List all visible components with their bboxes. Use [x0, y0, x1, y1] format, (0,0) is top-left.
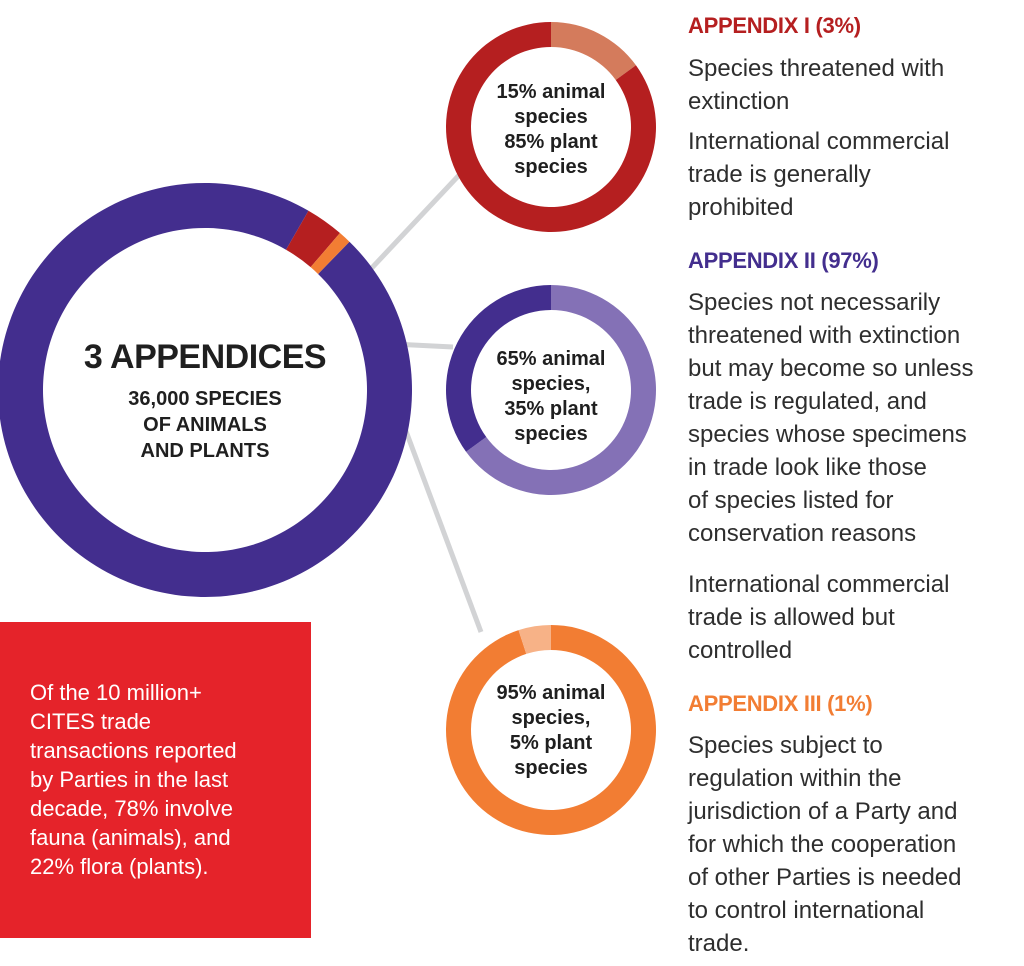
info-line: Of the 10 million+ — [30, 680, 202, 705]
text-line: to control international — [688, 897, 925, 924]
text-line: Species threatened with — [688, 55, 945, 82]
appendix-2-heading: APPENDIX II (97%) — [688, 248, 879, 273]
appendix-3-donut-label: 95% animal species, 5% plant species — [471, 681, 631, 781]
info-line: fauna (animals), and — [30, 825, 231, 850]
text-line: prohibited — [688, 194, 794, 221]
donut-label-line: 85% plant — [504, 131, 598, 153]
info-line: 22% flora (plants). — [30, 854, 209, 879]
appendix-1-description: Species threatened with extinction — [688, 52, 1018, 118]
main-donut-slice-appendix-1 — [286, 210, 340, 268]
text-line: International commercial — [688, 128, 950, 155]
appendix-1-heading: APPENDIX I (3%) — [688, 13, 861, 38]
text-line: conservation reasons — [688, 520, 917, 547]
text-line: species whose specimens — [688, 421, 967, 448]
text-line: International commercial — [688, 571, 950, 598]
text-line: in trade look like those — [688, 454, 927, 481]
text-line: extinction — [688, 88, 790, 115]
donut-label-line: 15% animal — [496, 81, 606, 103]
info-line: CITES trade — [30, 709, 152, 734]
appendix-3-donut-plant-slice — [518, 625, 551, 654]
info-line: by Parties in the last — [30, 767, 229, 792]
text-line: threatened with extinction — [688, 322, 961, 349]
donut-label-line: species, — [511, 373, 591, 395]
text-line: of other Parties is needed — [688, 864, 962, 891]
donut-label-line: species — [514, 106, 588, 128]
donut-label-line: 65% animal — [496, 348, 606, 370]
appendix-1-donut-animal-slice — [551, 22, 636, 80]
text-line: controlled — [688, 637, 793, 664]
text-line: regulation within the — [688, 765, 902, 792]
appendix-1-donut — [446, 22, 656, 232]
text-line: trade is allowed but — [688, 604, 895, 631]
donut-label-line: 5% plant — [509, 732, 593, 754]
donut-label-line: species — [514, 423, 588, 445]
appendix-1-donut-label: 15% animal species 85% plant species — [471, 80, 631, 180]
trade-transactions-box: Of the 10 million+ CITES trade transacti… — [0, 622, 311, 938]
main-donut-slice-appendix-3 — [310, 233, 350, 274]
info-line: decade, 78% involve — [30, 796, 234, 821]
text-line: Species subject to — [688, 732, 883, 759]
appendix-3-description: Species subject to regulation within the… — [688, 729, 1018, 960]
main-donut-title: 3 APPENDICES — [83, 338, 327, 376]
appendix-2-donut — [446, 285, 657, 496]
appendix-2-donut-plant-slice — [446, 285, 551, 452]
donut-label-line: 95% animal — [496, 682, 606, 704]
info-line: transactions reported — [30, 738, 237, 763]
text-line: trade is generally — [688, 161, 871, 188]
text-line: trade. — [688, 930, 750, 957]
main-donut-subtitle-line: OF ANIMALS — [143, 414, 267, 436]
appendix-3-heading: APPENDIX III (1%) — [688, 691, 873, 716]
appendix-3-donut — [445, 625, 656, 835]
text-line: jurisdiction of a Party and — [688, 798, 958, 825]
appendix-2-donut-label: 65% animal species, 35% plant species — [471, 347, 631, 447]
main-donut — [0, 183, 412, 597]
appendix-2-description: Species not necessarily threatened with … — [688, 286, 1018, 550]
text-line: for which the cooperation — [688, 831, 957, 858]
trade-transactions-text: Of the 10 million+ CITES trade transacti… — [30, 678, 300, 881]
appendix-1-trade-rule: International commercial trade is genera… — [688, 125, 1018, 224]
text-line: Species not necessarily — [688, 289, 941, 316]
main-donut-subtitle-line: 36,000 SPECIES — [128, 388, 282, 410]
main-donut-subtitle: 36,000 SPECIES OF ANIMALS AND PLANTS — [85, 386, 325, 464]
donut-label-line: species, — [511, 707, 591, 729]
donut-label-line: species — [514, 757, 588, 779]
donut-label-line: species — [514, 156, 588, 178]
text-line: of species listed for — [688, 487, 894, 514]
connector-appendix-1 — [366, 170, 464, 274]
donut-label-line: 35% plant — [504, 398, 598, 420]
main-donut-subtitle-line: AND PLANTS — [140, 440, 270, 462]
appendix-2-trade-rule: International commercial trade is allowe… — [688, 568, 1018, 667]
text-line: trade is regulated, and — [688, 388, 927, 415]
text-line: but may become so unless — [688, 355, 974, 382]
